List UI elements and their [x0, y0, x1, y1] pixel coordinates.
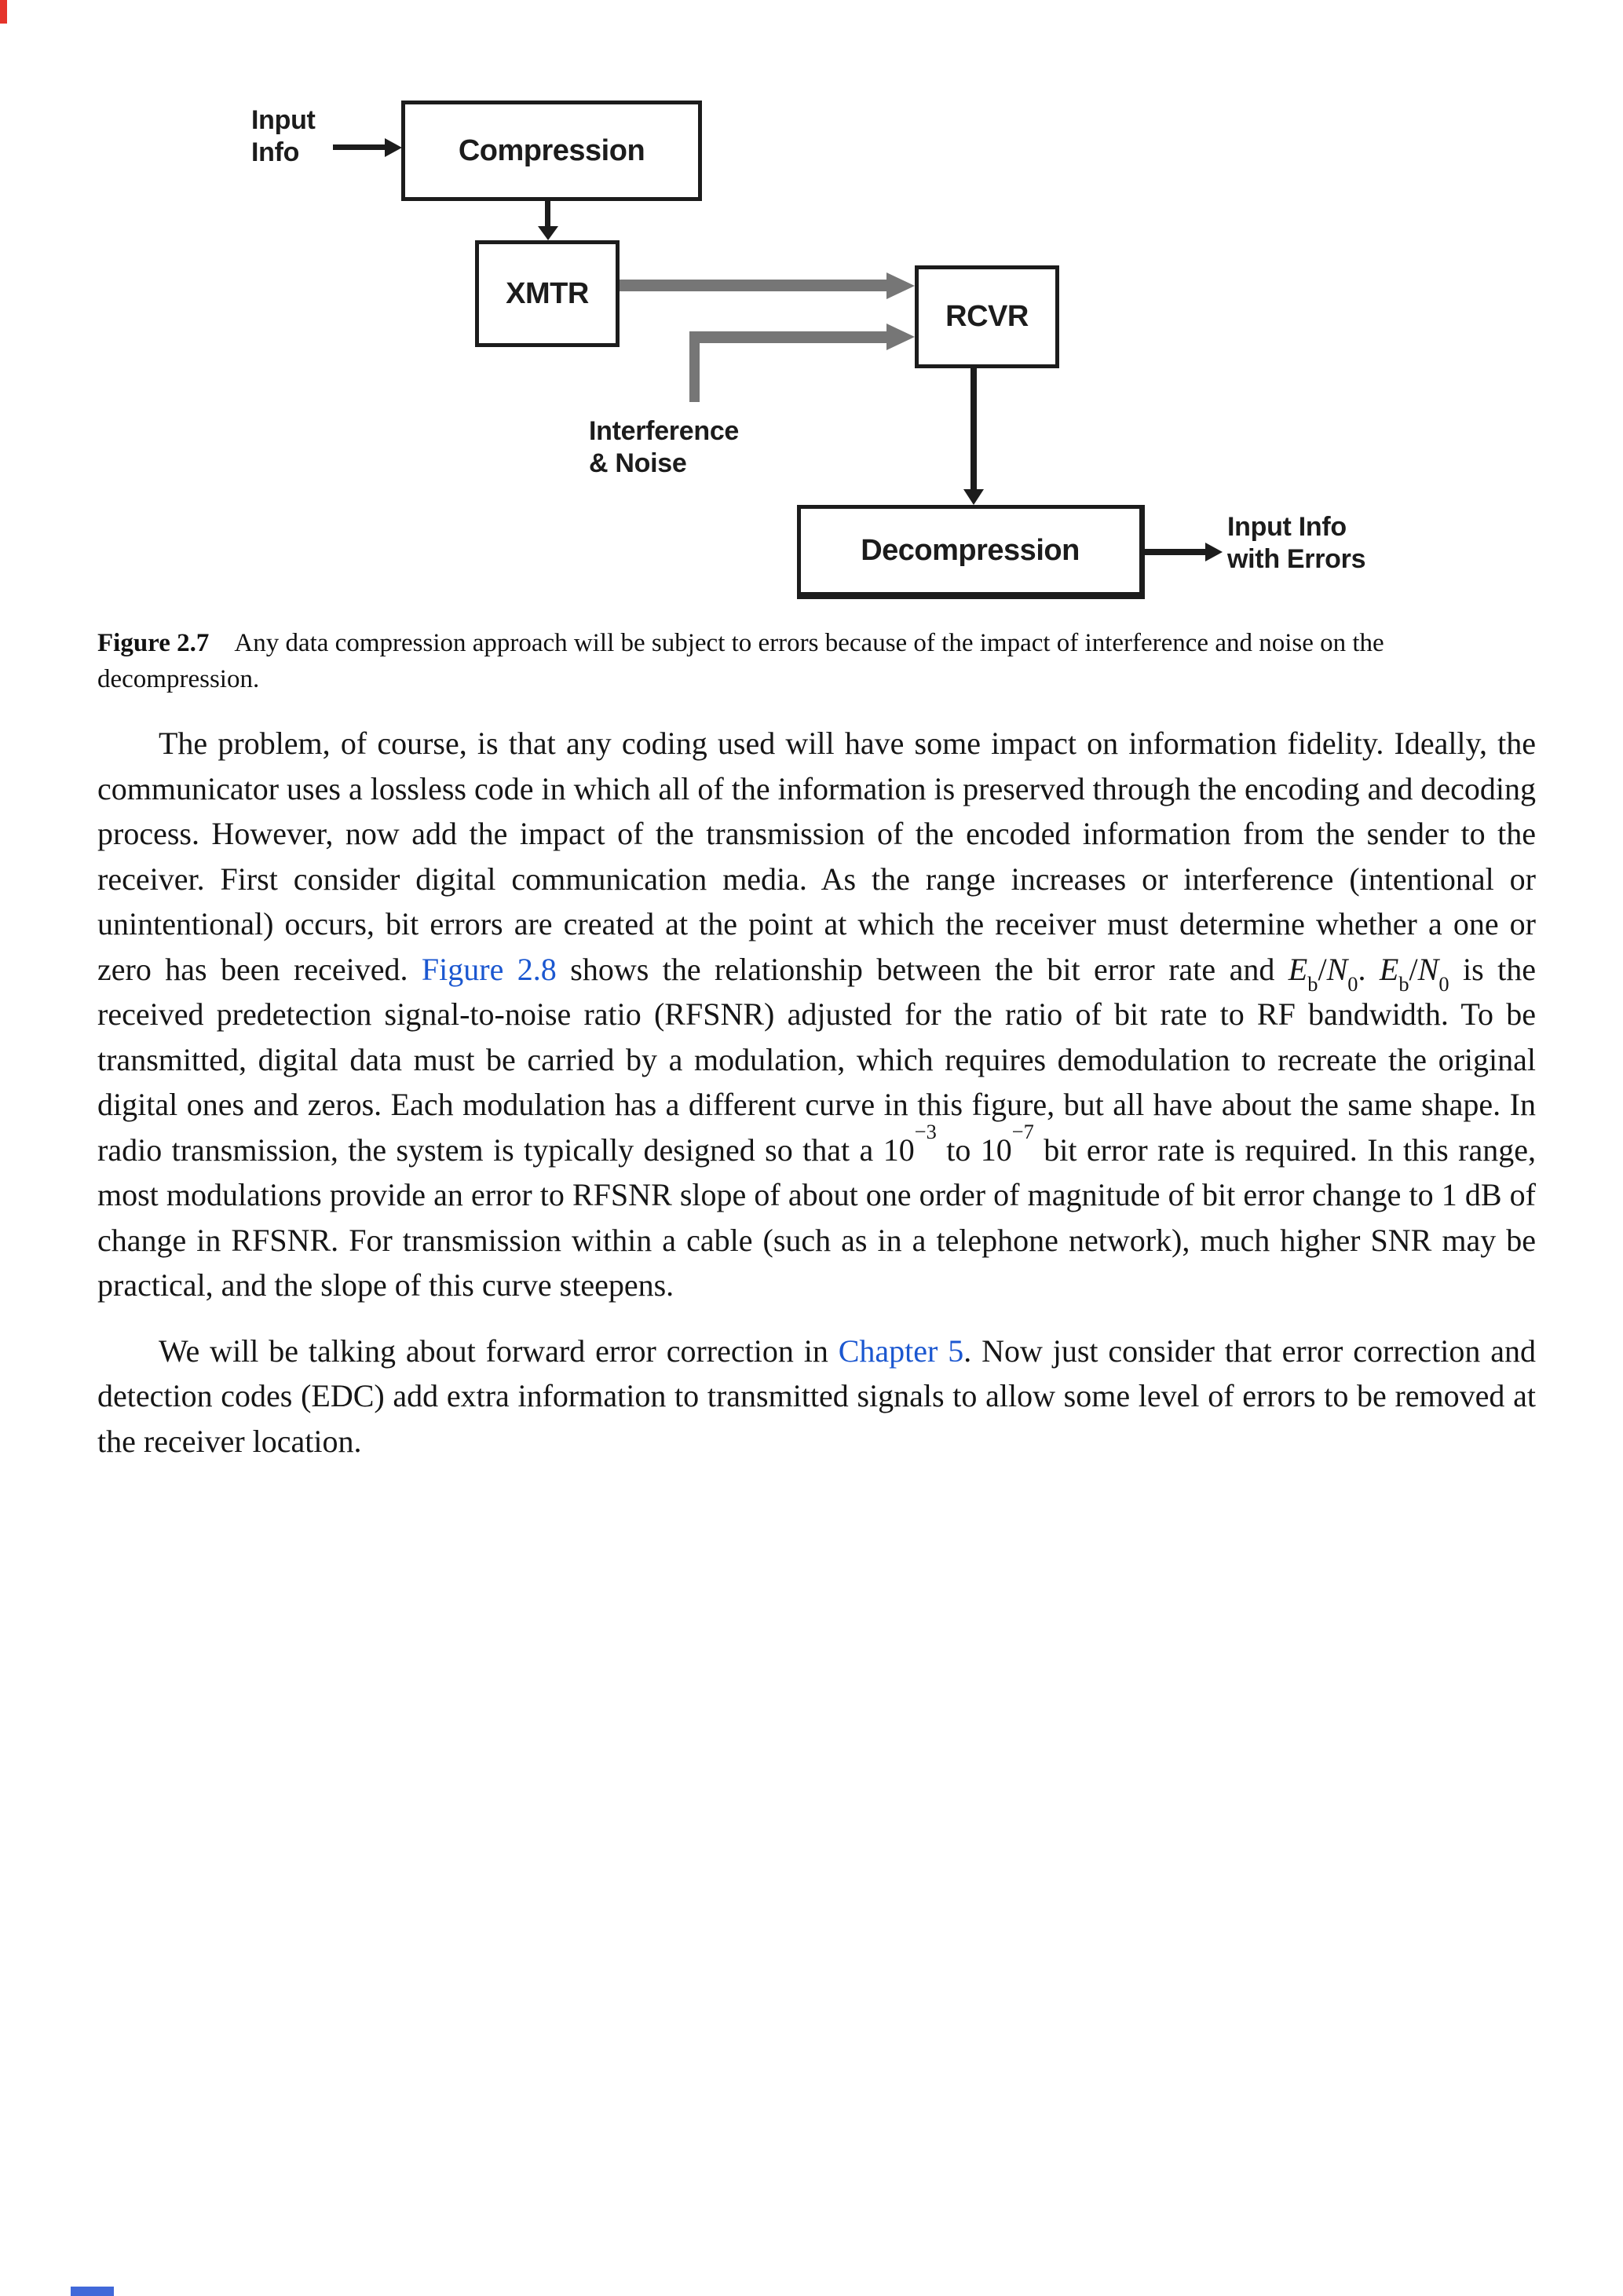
- body-text-run: The problem, of course, is that any codi…: [97, 726, 1536, 987]
- arrow-compression-to-xmtr-shaft: [545, 201, 550, 226]
- compression-box: Compression: [401, 101, 702, 201]
- math-variable: N: [1326, 951, 1348, 987]
- output-line2: with Errors: [1227, 544, 1366, 574]
- arrow-input-to-compression-head: [385, 138, 402, 157]
- xmtr-box: XMTR: [475, 240, 620, 347]
- arrow-interference-to-rcvr-shaft: [689, 331, 886, 343]
- math-variable: N: [1417, 951, 1439, 987]
- body-text-run: We will be talking about forward error c…: [159, 1333, 839, 1369]
- arrow-decompression-to-output-head: [1205, 543, 1223, 561]
- output-label: Input Info with Errors: [1227, 511, 1365, 576]
- exponent: −3: [914, 1119, 937, 1143]
- body-text-run: . Now just consider that error correctio…: [97, 1333, 1536, 1459]
- math-subscript: b: [1398, 972, 1409, 996]
- body-text-run: is the received predetection signal-to-n…: [97, 951, 1537, 1168]
- input-info-line1: Input: [251, 105, 316, 135]
- arrow-decompression-to-output-shaft: [1145, 549, 1205, 555]
- figure-2-8-link[interactable]: Figure 2.8: [421, 951, 557, 987]
- interference-line1: Interference: [589, 416, 740, 446]
- interference-arrow-stub: [689, 331, 700, 402]
- page-edge-marker-blue: [71, 2287, 114, 2296]
- arrow-input-to-compression-shaft: [333, 144, 385, 150]
- figure-caption-label: Figure 2.7: [97, 629, 210, 657]
- arrow-xmtr-to-rcvr-shaft: [620, 280, 886, 291]
- interference-line2: & Noise: [589, 448, 687, 478]
- output-line1: Input Info: [1227, 512, 1347, 542]
- decompression-box: Decompression: [797, 505, 1145, 599]
- paragraph-1: The problem, of course, is that any codi…: [97, 721, 1536, 1308]
- arrow-xmtr-to-rcvr-head: [886, 272, 915, 299]
- figure-caption-text: Any data compression approach will be su…: [97, 629, 1384, 693]
- arrow-compression-to-xmtr-head: [538, 226, 558, 240]
- body-text-run: shows the relationship between the bit e…: [556, 951, 1289, 987]
- arrow-rcvr-to-decompression-shaft: [971, 368, 977, 489]
- body-text-run: /: [1409, 951, 1418, 987]
- exponent: −7: [1011, 1119, 1034, 1143]
- input-info-line2: Info: [251, 137, 300, 167]
- chapter-5-link[interactable]: Chapter 5: [838, 1333, 964, 1369]
- input-info-label: Input Info: [251, 104, 316, 169]
- math-subscript: 0: [1347, 972, 1358, 996]
- math-variable: E: [1379, 951, 1399, 987]
- body-text-run: /: [1318, 951, 1327, 987]
- arrow-interference-to-rcvr-head: [886, 324, 915, 350]
- body-text-run: bit error rate is required. In this rang…: [97, 1132, 1536, 1303]
- paragraph-2: We will be talking about forward error c…: [97, 1329, 1536, 1464]
- math-variable: E: [1288, 951, 1308, 987]
- interference-noise-label: Interference & Noise: [589, 415, 739, 480]
- body-text: The problem, of course, is that any codi…: [97, 721, 1536, 1464]
- rcvr-box: RCVR: [915, 265, 1059, 368]
- math-subscript: 0: [1438, 972, 1449, 996]
- body-text-run: .: [1358, 951, 1380, 987]
- arrow-rcvr-to-decompression-head: [963, 489, 984, 505]
- figure-2-7-diagram: Input Info Compression XMTR RCVR Interfe…: [0, 0, 1623, 620]
- math-subscript: b: [1307, 972, 1318, 996]
- page-edge-marker-red: [0, 0, 7, 24]
- body-text-run: to 10: [936, 1132, 1012, 1168]
